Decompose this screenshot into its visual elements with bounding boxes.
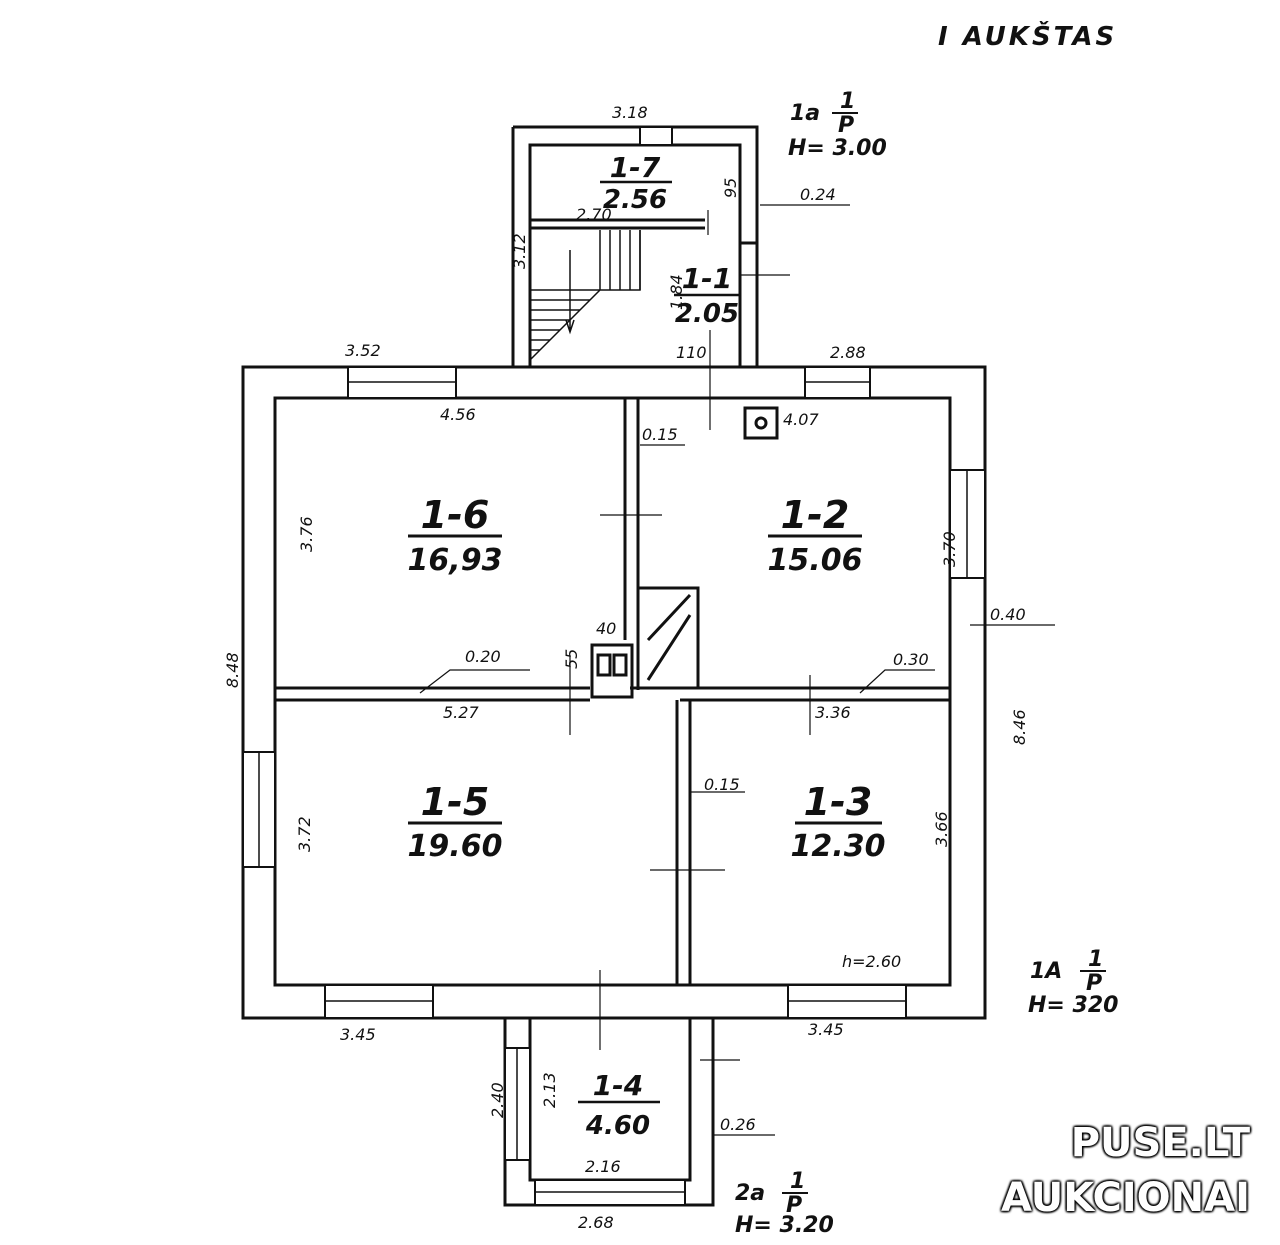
dimension-label: 2.68 <box>578 1213 614 1232</box>
porch-annotation: 2a 1 P H= 3.20 <box>735 1169 834 1238</box>
room-id: 1-2 <box>781 493 850 537</box>
dimension-label: 40 <box>596 619 616 638</box>
svg-text:P: P <box>786 1193 802 1218</box>
chimney <box>590 643 634 699</box>
sink-drain <box>754 416 768 430</box>
stove <box>636 586 700 690</box>
svg-text:H= 320: H= 320 <box>1028 993 1118 1018</box>
floor-title: I AUKŠTAS <box>938 20 1117 52</box>
room-id: 1-6 <box>421 493 490 537</box>
dimension-label: 4.56 <box>440 405 476 424</box>
dimension-label: 3.76 <box>297 516 316 552</box>
room-area: 12.30 <box>791 829 886 864</box>
dimension-label: 0.20 <box>465 647 501 666</box>
dimension-label: 1.84 <box>667 274 686 310</box>
dimension-label: 3.72 <box>295 816 314 852</box>
chimney-flue-1 <box>596 653 612 677</box>
room-1-3: 1-3 12.30 <box>791 780 886 864</box>
svg-text:1: 1 <box>1088 947 1103 972</box>
dimensions: 3.18 0.24 95 2.70 3.12 1.84 110 3.52 2.8… <box>223 103 1029 1232</box>
room-id: 1-4 <box>593 1069 644 1102</box>
room-area: 16,93 <box>408 543 503 578</box>
dimension-label: 0.30 <box>893 650 929 669</box>
room-1-7: 1-7 2.56 <box>600 151 672 215</box>
room-area: 2.56 <box>603 185 667 215</box>
room-1-5: 1-5 19.60 <box>408 780 503 864</box>
dimension-label: 0.24 <box>800 185 836 204</box>
room-1-6: 1-6 16,93 <box>408 493 503 578</box>
wall-1-5-1-3 <box>675 700 692 985</box>
dimension-label: 0.40 <box>990 605 1026 624</box>
wall-1-6-1-5 <box>275 686 590 702</box>
dimension-label: 0.26 <box>720 1115 756 1134</box>
dimension-label: 4.07 <box>783 410 819 429</box>
dimension-label: 2.40 <box>488 1082 507 1118</box>
dimension-label: 3.45 <box>340 1025 376 1044</box>
dimension-label: 3.18 <box>612 103 648 122</box>
room-area: 4.60 <box>585 1111 650 1141</box>
tower-annotation: 1a 1 P H= 3.00 <box>788 89 887 161</box>
dimension-label: 2.16 <box>585 1157 621 1176</box>
room-area: 19.60 <box>408 829 503 864</box>
svg-text:1a: 1a <box>790 101 820 126</box>
sink <box>743 406 779 440</box>
dimension-label: 3.52 <box>345 341 381 360</box>
svg-text:1: 1 <box>840 89 855 114</box>
room-1-4: 1-4 4.60 <box>578 1069 660 1141</box>
svg-text:1: 1 <box>790 1169 805 1194</box>
svg-text:1A: 1A <box>1030 959 1062 984</box>
chimney-flue-2 <box>612 653 628 677</box>
dimension-label: 2.13 <box>540 1072 559 1108</box>
dimension-label: 0.15 <box>642 425 678 444</box>
staircase <box>529 230 641 361</box>
svg-text:P: P <box>1086 971 1102 996</box>
svg-text:H= 3.20: H= 3.20 <box>735 1213 834 1238</box>
room-1-2: 1-2 15.06 <box>768 493 863 578</box>
tower-right-wall <box>738 243 759 367</box>
dimension-label: 3.70 <box>940 531 959 567</box>
room-id: 1-7 <box>610 151 661 184</box>
watermark-line-2: AUKCIONAI <box>1001 1175 1250 1221</box>
dimension-label: 8.46 <box>1010 709 1029 745</box>
room-height-note: h=2.60 <box>842 952 901 971</box>
main-inner-wall <box>273 396 952 987</box>
dimension-label: 3.66 <box>932 811 951 847</box>
dimension-label: 2.88 <box>830 343 866 362</box>
room-id: 1-3 <box>804 780 873 824</box>
room-area: 2.05 <box>675 299 739 329</box>
room-id: 1-5 <box>421 780 490 824</box>
svg-text:P: P <box>838 113 854 138</box>
svg-text:2a: 2a <box>735 1181 765 1206</box>
dimension-label: 3.12 <box>510 233 529 269</box>
dimension-label: 5.27 <box>443 703 479 722</box>
svg-text:H= 3.00: H= 3.00 <box>788 136 887 161</box>
watermark-line-1: PUSE.LT <box>1070 1120 1250 1166</box>
room-1-1: 1-1 2.05 <box>674 262 740 329</box>
dimension-label: 55 <box>562 649 581 669</box>
room-area: 15.06 <box>768 543 863 578</box>
dimension-label: 8.48 <box>223 652 242 688</box>
window-tower-top <box>639 126 673 146</box>
dimension-label: 110 <box>676 343 707 362</box>
dimension-label: 95 <box>721 178 740 198</box>
stove-hatch <box>646 593 692 681</box>
wall-1-2-1-3 <box>630 686 950 702</box>
dimension-label: 3.45 <box>808 1020 844 1039</box>
dimension-label: 3.36 <box>815 703 851 722</box>
dimension-label: 0.15 <box>704 775 740 794</box>
main-outer-wall <box>241 365 987 1020</box>
dimension-label: 2.70 <box>576 205 612 224</box>
main-annotation: 1A 1 P H= 320 <box>1028 947 1118 1018</box>
room-id: 1-1 <box>682 262 733 295</box>
